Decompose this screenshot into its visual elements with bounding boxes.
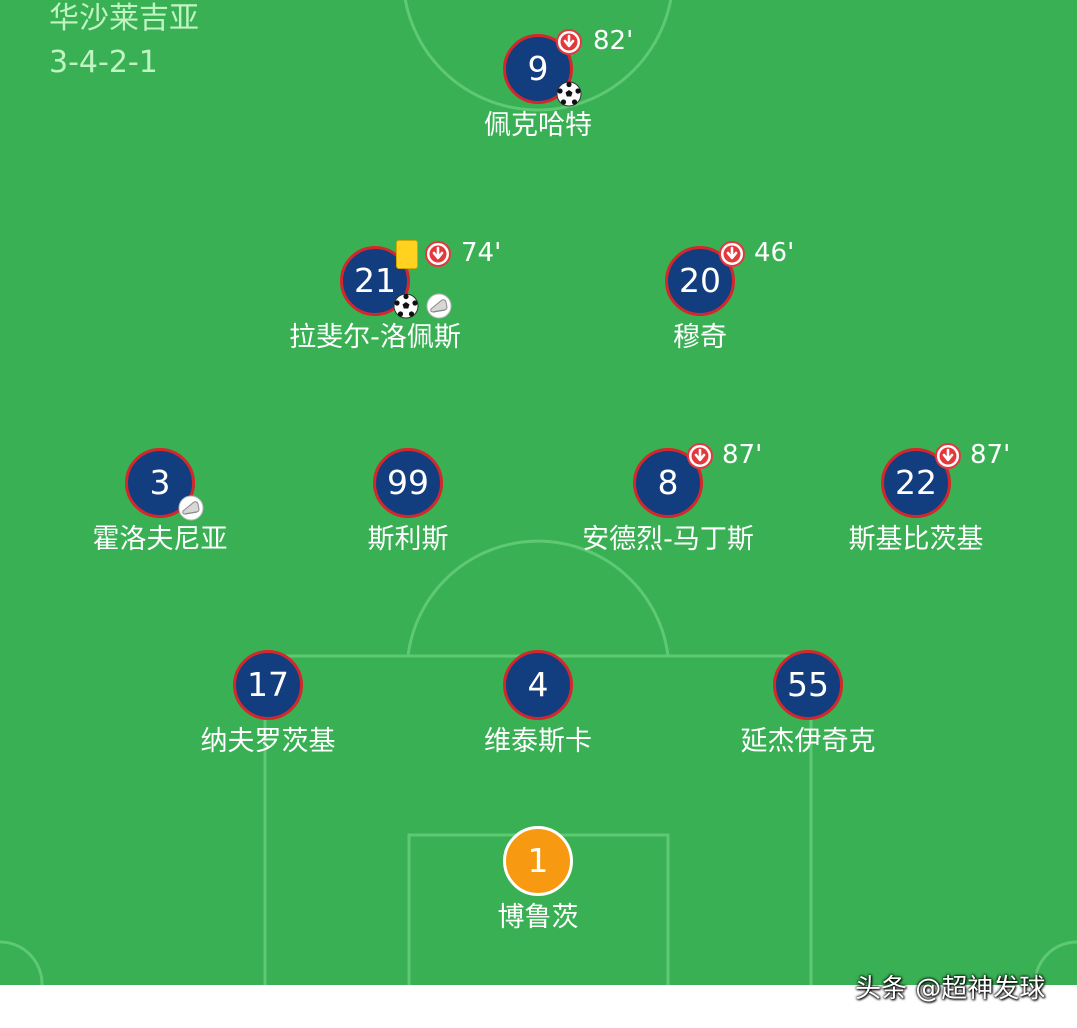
player-number: 3 bbox=[125, 448, 195, 518]
sub-off-icon bbox=[687, 443, 713, 469]
sub-off-icon bbox=[719, 241, 745, 267]
sub-minute: 82' bbox=[593, 26, 634, 56]
player-number: 1 bbox=[503, 826, 573, 896]
sub-minute: 74' bbox=[461, 238, 502, 268]
player-number: 99 bbox=[373, 448, 443, 518]
team-name: 华沙莱吉亚 bbox=[49, 1, 199, 36]
watermark: 头条 @超神发球 bbox=[855, 974, 1046, 1004]
player-name: 斯基比茨基 bbox=[848, 524, 984, 555]
player-name: 延杰伊奇克 bbox=[740, 726, 876, 757]
sub-minute: 87' bbox=[970, 440, 1011, 470]
sub-off-icon bbox=[425, 241, 451, 267]
sub-off-icon bbox=[935, 443, 961, 469]
player-number: 17 bbox=[233, 650, 303, 720]
soccer-ball-icon bbox=[393, 293, 419, 319]
formation: 3-4-2-1 bbox=[49, 45, 158, 80]
pitch: 华沙莱吉亚 3-4-2-1 9 82' 佩克哈特 21 74' 拉斐尔-洛佩斯 … bbox=[0, 0, 1077, 985]
soccer-ball-icon bbox=[556, 81, 582, 107]
player-name: 穆奇 bbox=[673, 322, 727, 353]
player-name: 安德烈-马丁斯 bbox=[582, 524, 754, 555]
player-name: 拉斐尔-洛佩斯 bbox=[289, 322, 461, 353]
player-number: 20 bbox=[665, 246, 735, 316]
sub-minute: 46' bbox=[754, 238, 795, 268]
boot-icon bbox=[178, 495, 204, 521]
player-number: 4 bbox=[503, 650, 573, 720]
player-number: 55 bbox=[773, 650, 843, 720]
player-number: 22 bbox=[881, 448, 951, 518]
player-name: 佩克哈特 bbox=[484, 110, 592, 141]
sub-minute: 87' bbox=[722, 440, 763, 470]
player-name: 博鲁茨 bbox=[497, 902, 579, 933]
yellow-card-icon bbox=[396, 240, 418, 269]
player-name: 霍洛夫尼亚 bbox=[92, 524, 228, 555]
player-number: 9 bbox=[503, 34, 573, 104]
player-name: 斯利斯 bbox=[367, 524, 449, 555]
player-name: 纳夫罗茨基 bbox=[200, 726, 336, 757]
boot-icon bbox=[426, 293, 452, 319]
sub-off-icon bbox=[556, 29, 582, 55]
player-name: 维泰斯卡 bbox=[484, 726, 592, 757]
